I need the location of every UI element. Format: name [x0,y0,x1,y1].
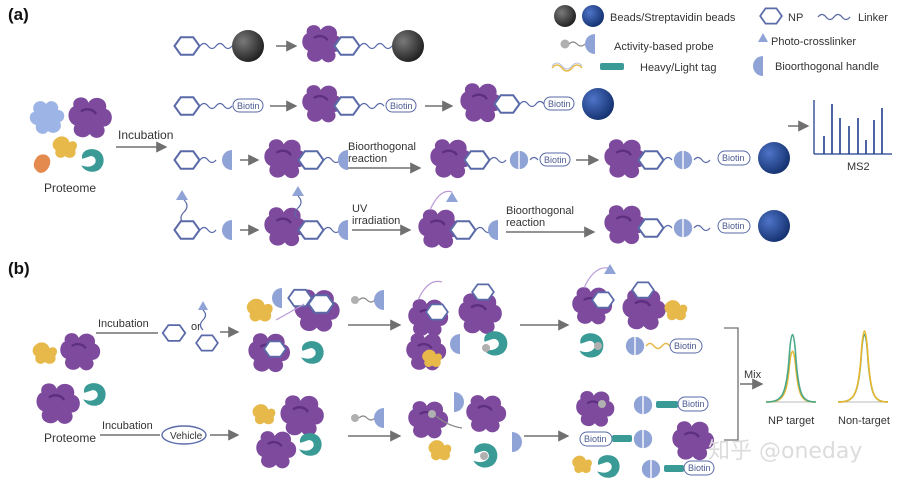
blue-bead-icon [758,142,790,174]
legend-probe: Activity-based probe [614,41,714,53]
crosslinker-icon [758,33,768,42]
vehicle-label: Vehicle [170,431,203,442]
panel-b-label: (b) [8,259,30,278]
legend: Beads/Streptavidin beads NP Linker Activ… [551,5,888,76]
row-a3: Bioorthogonal reaction Biotin Biotin [173,138,790,180]
incubation-b2-label: Incubation [102,420,153,432]
incubation-a-label: Incubation [118,128,173,142]
b-upper-complex-3: Biotin [571,264,703,358]
black-bead-icon [392,30,424,62]
handle-icon [753,56,763,76]
peak-np-target: NP target [765,334,817,427]
b-lower-complex-2 [407,392,522,468]
bioorthogonal-1-label: Bioorthogonal [348,141,416,153]
non-target-label: Non-target [838,415,890,427]
biotin-tag: Biotin [584,434,607,444]
blue-bead-icon [582,5,604,27]
probe-icon [560,39,570,49]
uv-label: UV [352,203,368,215]
ms2-label: MS2 [847,161,870,173]
bioorthogonal-2-label: Bioorthogonal [506,205,574,217]
light-tag-icon [600,63,624,70]
black-bead-icon [554,5,576,27]
vehicle-pill [161,425,207,445]
b-upper-complex-1 [246,288,341,374]
row-a4: UV irradiation Bioorthogonal reaction Bi… [173,186,790,250]
biotin-tag: Biotin [722,153,745,163]
or-label: or [191,321,201,333]
np-target-label: NP target [768,415,814,427]
biotin-tag: Biotin [237,101,260,111]
row-a2: Biotin Biotin Biotin [173,82,614,124]
irradiation-label: irradiation [352,215,400,227]
b-lower-complex-1 [252,394,326,470]
black-bead-icon [232,30,264,62]
mix-label: Mix [744,369,762,381]
legend-handle: Bioorthogonal handle [775,61,879,73]
b-upper-complex-2 [405,280,508,372]
legend-np: NP [788,12,803,24]
linker-icon [817,13,851,21]
legend-tag: Heavy/Light tag [640,62,716,74]
biotin-tag: Biotin [722,221,745,231]
proteome-b-label: Proteome [44,431,96,445]
heavy-tag-icon [551,64,583,72]
reaction-2-label: reaction [506,217,545,229]
biotin-tag: Biotin [390,101,413,111]
row-a1 [173,23,424,64]
peak-non-target: Non-target [837,330,890,427]
biotin-tag: Biotin [682,399,705,409]
legend-crosslinker: Photo-crosslinker [771,36,856,48]
legend-beads: Beads/Streptavidin beads [610,12,736,24]
panel-a-label: (a) [8,5,29,24]
b-probe-1 [351,290,384,310]
biotin-tag: Biotin [548,99,571,109]
ms2-spectrum: MS2 [788,100,892,173]
incubation-b1-label: Incubation [98,318,149,330]
proteome-cluster-b: Proteome [32,331,106,445]
proteome-cluster-a: Proteome [29,96,114,195]
blue-bead-icon [582,88,614,120]
proteome-a-label: Proteome [44,181,96,195]
reaction-1-label: reaction [348,153,387,165]
np-hexagon-icon [759,7,783,25]
biotin-tag: Biotin [674,341,697,351]
biotin-tag: Biotin [688,463,711,473]
b-probe-2 [351,408,384,428]
biotin-tag: Biotin [544,155,567,165]
legend-linker: Linker [858,12,888,24]
watermark: 知乎 @oneday [708,439,862,464]
blue-bead-icon [758,210,790,242]
b-lower-complex-3: Biotin Biotin Biotin [572,389,716,479]
